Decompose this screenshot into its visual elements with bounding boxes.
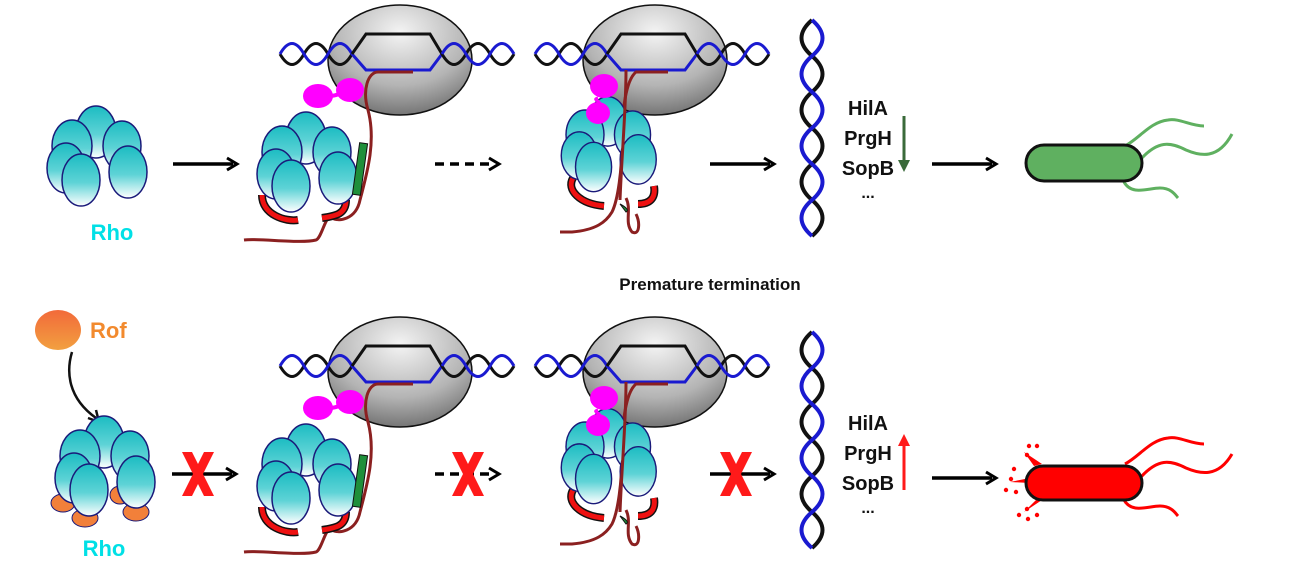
gene-label: SopB	[842, 473, 894, 495]
rut-site-icon	[351, 454, 369, 508]
rho-bound-1	[256, 111, 358, 213]
secretion-dots	[1003, 443, 1040, 522]
rof-binding-arrow	[67, 351, 97, 420]
gene-label: ...	[861, 185, 874, 202]
rho-ring-2	[567, 175, 659, 210]
rho-label: Rho	[83, 536, 126, 561]
arrow-2	[433, 156, 501, 172]
down-arrow-icon	[898, 116, 910, 172]
nusg-icon	[303, 390, 364, 420]
rut-site-icon	[619, 515, 628, 525]
rnap-complex-2	[533, 3, 771, 117]
rho-hexamer	[46, 105, 148, 207]
gene-dna-helix	[799, 330, 825, 550]
rho-ring-4	[567, 487, 659, 522]
gene-label: PrgH	[844, 128, 892, 150]
rna-strand-3	[243, 382, 413, 555]
premature-termination-caption: Premature termination	[619, 275, 800, 294]
gene-list: HilA PrgH SopB ...	[842, 98, 894, 202]
rut-site-icon	[619, 203, 628, 213]
arrow-4	[930, 470, 998, 486]
rut-site-icon	[351, 142, 369, 196]
nusg-icon	[586, 74, 618, 124]
gene-dna-helix	[799, 18, 825, 238]
rho-ring-3	[258, 506, 350, 537]
rof-label: Rof	[90, 318, 127, 343]
rof-protein-icon	[35, 310, 81, 350]
gene-label: ...	[861, 500, 874, 517]
row-with-rof: Rof Rho	[35, 310, 1234, 561]
arrow-1	[171, 156, 239, 172]
gene-label: SopB	[842, 158, 894, 180]
nusg-icon	[303, 78, 364, 108]
rna-strand-1	[243, 70, 413, 243]
bacterium-normal-icon	[1024, 118, 1234, 200]
rho-hexamer-rof-bound	[54, 415, 156, 517]
gene-list: HilA PrgH SopB ...	[842, 413, 894, 517]
rho-label: Rho	[91, 220, 134, 245]
bacterium-secreting-icon	[1003, 436, 1234, 522]
gene-label: PrgH	[844, 443, 892, 465]
rho-bound-3	[256, 423, 358, 525]
up-arrow-icon	[898, 434, 910, 490]
row-without-rof: Rho	[46, 3, 1234, 245]
rnap-complex-4	[533, 315, 771, 429]
gene-label: HilA	[848, 413, 888, 435]
nusg-icon	[586, 386, 618, 436]
gene-label: HilA	[848, 98, 888, 120]
arrow-4	[930, 156, 998, 172]
rho-ring-1	[258, 194, 350, 225]
arrow-3	[708, 156, 776, 172]
